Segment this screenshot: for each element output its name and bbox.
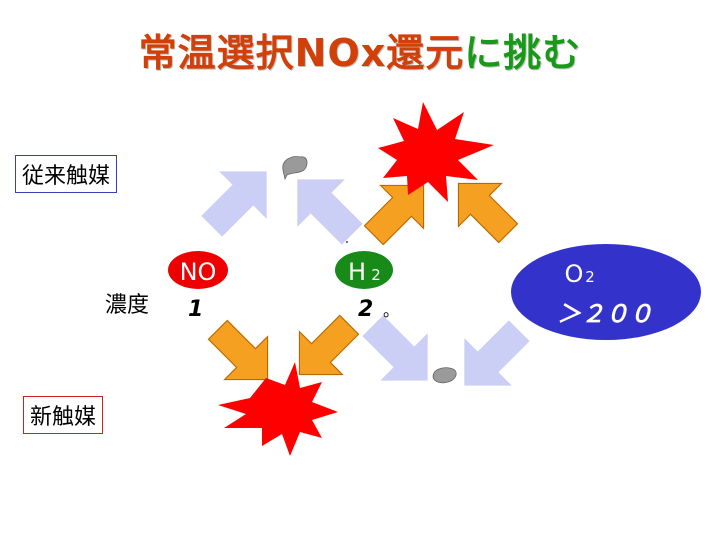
title-part2: に挑む: [464, 31, 582, 75]
new-catalyst-label: 新触媒: [23, 396, 104, 434]
old-catalyst-label: 従来触媒: [15, 155, 118, 193]
rock-product-icon: [432, 367, 457, 384]
h2-molecule: H 2: [335, 251, 393, 289]
no-concentration: 1: [188, 297, 203, 322]
small-dot: [346, 241, 348, 243]
orange-arrow-o2-up: [457, 182, 519, 244]
lavender-arrow-h2-up: [297, 179, 363, 245]
concentration-label: 濃度: [105, 293, 149, 318]
h2-label: H: [348, 258, 366, 286]
old-path-arrows: [201, 171, 530, 386]
orange-arrow-h2-up: [363, 184, 425, 246]
o2-label: O: [565, 260, 584, 288]
o2-subscript: 2: [585, 268, 595, 286]
no-molecule: NO: [168, 251, 228, 289]
h2-concentration: 2: [358, 297, 373, 322]
orange-arrow-h2-down: [298, 314, 360, 376]
orange-arrow-no-down: [207, 319, 269, 381]
o2-molecule: O 2 ＞２００: [511, 244, 701, 340]
lavender-arrow-o2-down: [464, 320, 530, 386]
page-title: 常温選択NOx還元に挑む: [0, 22, 720, 77]
h2-subscript: 2: [371, 266, 381, 284]
lavender-arrow-h2-down: [362, 315, 428, 381]
title-part1: 常温選択NOx還元: [138, 31, 465, 75]
rock-product-icon: [282, 156, 308, 181]
no-label: NO: [180, 258, 217, 286]
o2-ratio: ＞２００: [557, 300, 653, 328]
explosion-burst-icon: [378, 102, 494, 202]
explosion-burst-icon: [218, 362, 338, 456]
concentration-dot: 。: [383, 301, 399, 320]
new-path-arrows: [207, 182, 519, 381]
lavender-arrow-no-up: [201, 171, 267, 237]
